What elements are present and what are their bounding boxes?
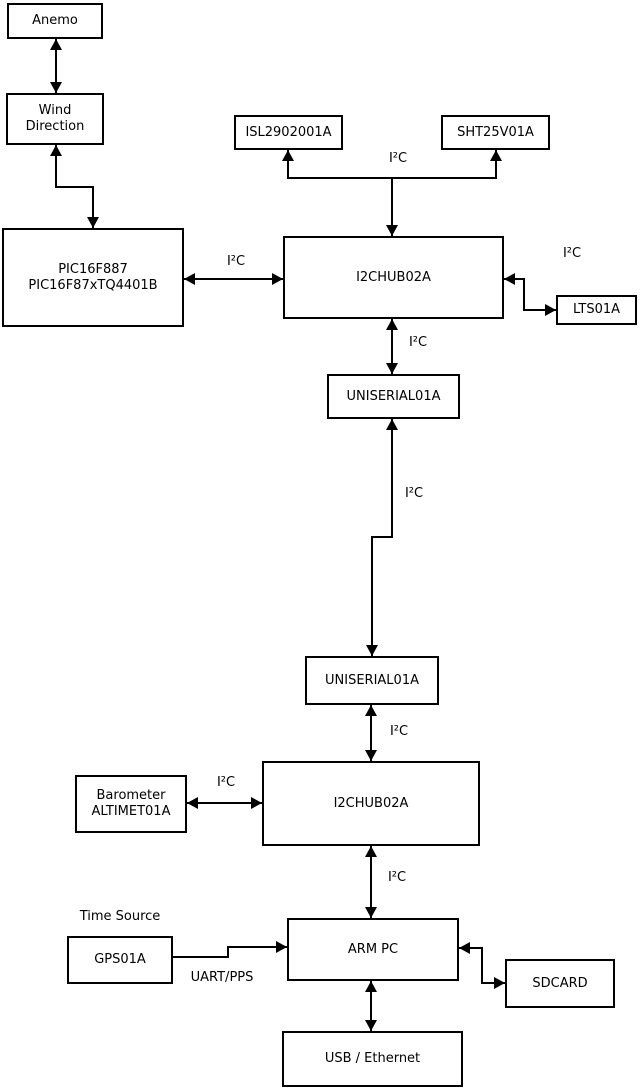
connector-line [370, 705, 372, 761]
connector-line [523, 309, 556, 311]
edge-label-i2c-hub2-armpc: I²C [387, 870, 407, 885]
node-sht25v01a: SHT25V01A [441, 115, 550, 150]
connector-line [287, 177, 496, 179]
connector-line [55, 39, 57, 93]
connector-line [55, 186, 94, 188]
node-i2chub02a-upper: I2CHUB02A [283, 236, 504, 319]
edge-label-i2c-lts: I²C [562, 246, 582, 261]
arrowhead-up [50, 39, 62, 50]
edge-label-i2c-hub1-uniserial1: I²C [408, 335, 428, 350]
connector-line [481, 982, 505, 984]
connector-line [227, 946, 287, 948]
connector-line [371, 536, 393, 538]
edge-label-i2c-uniserial-link: I²C [404, 486, 424, 501]
node-pic16f887: PIC16F887 PIC16F87xTQ4401B [2, 228, 184, 327]
connector-line [495, 150, 497, 179]
node-uniserial01a-upper: UNISERIAL01A [327, 374, 460, 419]
edge-label-uart-pps: UART/PPS [190, 970, 254, 985]
node-wind-direction: Wind Direction [6, 93, 104, 145]
connector-line [371, 536, 373, 656]
arrowhead-down [50, 82, 62, 93]
arrowhead-right [276, 941, 287, 953]
connector-line [370, 846, 372, 918]
arrowhead-down [386, 225, 398, 236]
node-uniserial01a-lower: UNISERIAL01A [305, 656, 439, 705]
arrowhead-up [490, 150, 502, 161]
arrowhead-down [365, 907, 377, 918]
arrowhead-down [87, 217, 99, 228]
edge-label-i2c-uniserial2-hub2: I²C [389, 724, 409, 739]
edge-label-i2c-barometer: I²C [216, 775, 236, 790]
node-usb-ethernet: USB / Ethernet [282, 1031, 463, 1087]
node-arm-pc: ARM PC [287, 918, 459, 981]
arrowhead-right [545, 304, 556, 316]
connector-line [55, 145, 57, 188]
arrowhead-up [282, 150, 294, 161]
node-lts01a: LTS01A [556, 295, 637, 325]
arrowhead-down [366, 645, 378, 656]
connector-line [184, 278, 283, 280]
node-barometer-altimet01a: Barometer ALTIMET01A [75, 775, 187, 833]
edge-label-i2c-pic-hub: I²C [226, 254, 246, 269]
node-isl2902001a: ISL2902001A [234, 115, 343, 150]
connector-line [523, 278, 525, 311]
connector-line [459, 947, 483, 949]
node-i2chub02a-lower: I2CHUB02A [262, 761, 480, 846]
edge-label-i2c-sensors: I²C [388, 151, 408, 166]
arrowhead-right [272, 273, 283, 285]
connector-line [504, 278, 525, 280]
arrowhead-right [251, 797, 262, 809]
connector-line [227, 946, 229, 958]
arrowhead-down [365, 750, 377, 761]
edge-label-time-source: Time Source [79, 909, 161, 924]
connector-line [391, 178, 393, 236]
connector-line [173, 956, 229, 958]
arrowhead-down [386, 363, 398, 374]
connector-line [287, 150, 289, 179]
node-sdcard: SDCARD [505, 959, 615, 1008]
arrowhead-down [365, 1020, 377, 1031]
connector-line [92, 186, 94, 228]
connector-line [391, 319, 393, 374]
arrowhead-right [494, 977, 505, 989]
node-anemo: Anemo [7, 3, 103, 39]
connector-line [481, 947, 483, 984]
connector-line [391, 419, 393, 537]
node-gps01a: GPS01A [67, 936, 173, 984]
connector-line [370, 981, 372, 1031]
connector-line [187, 802, 262, 804]
